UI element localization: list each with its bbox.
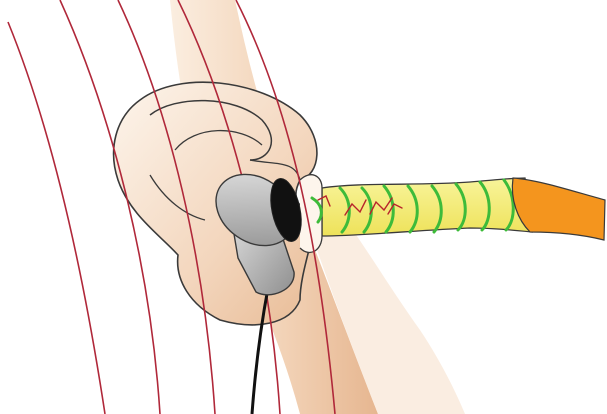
- ear-canal: [322, 178, 532, 236]
- sound-wave-icon: [8, 22, 105, 414]
- canal-opening: [300, 175, 322, 253]
